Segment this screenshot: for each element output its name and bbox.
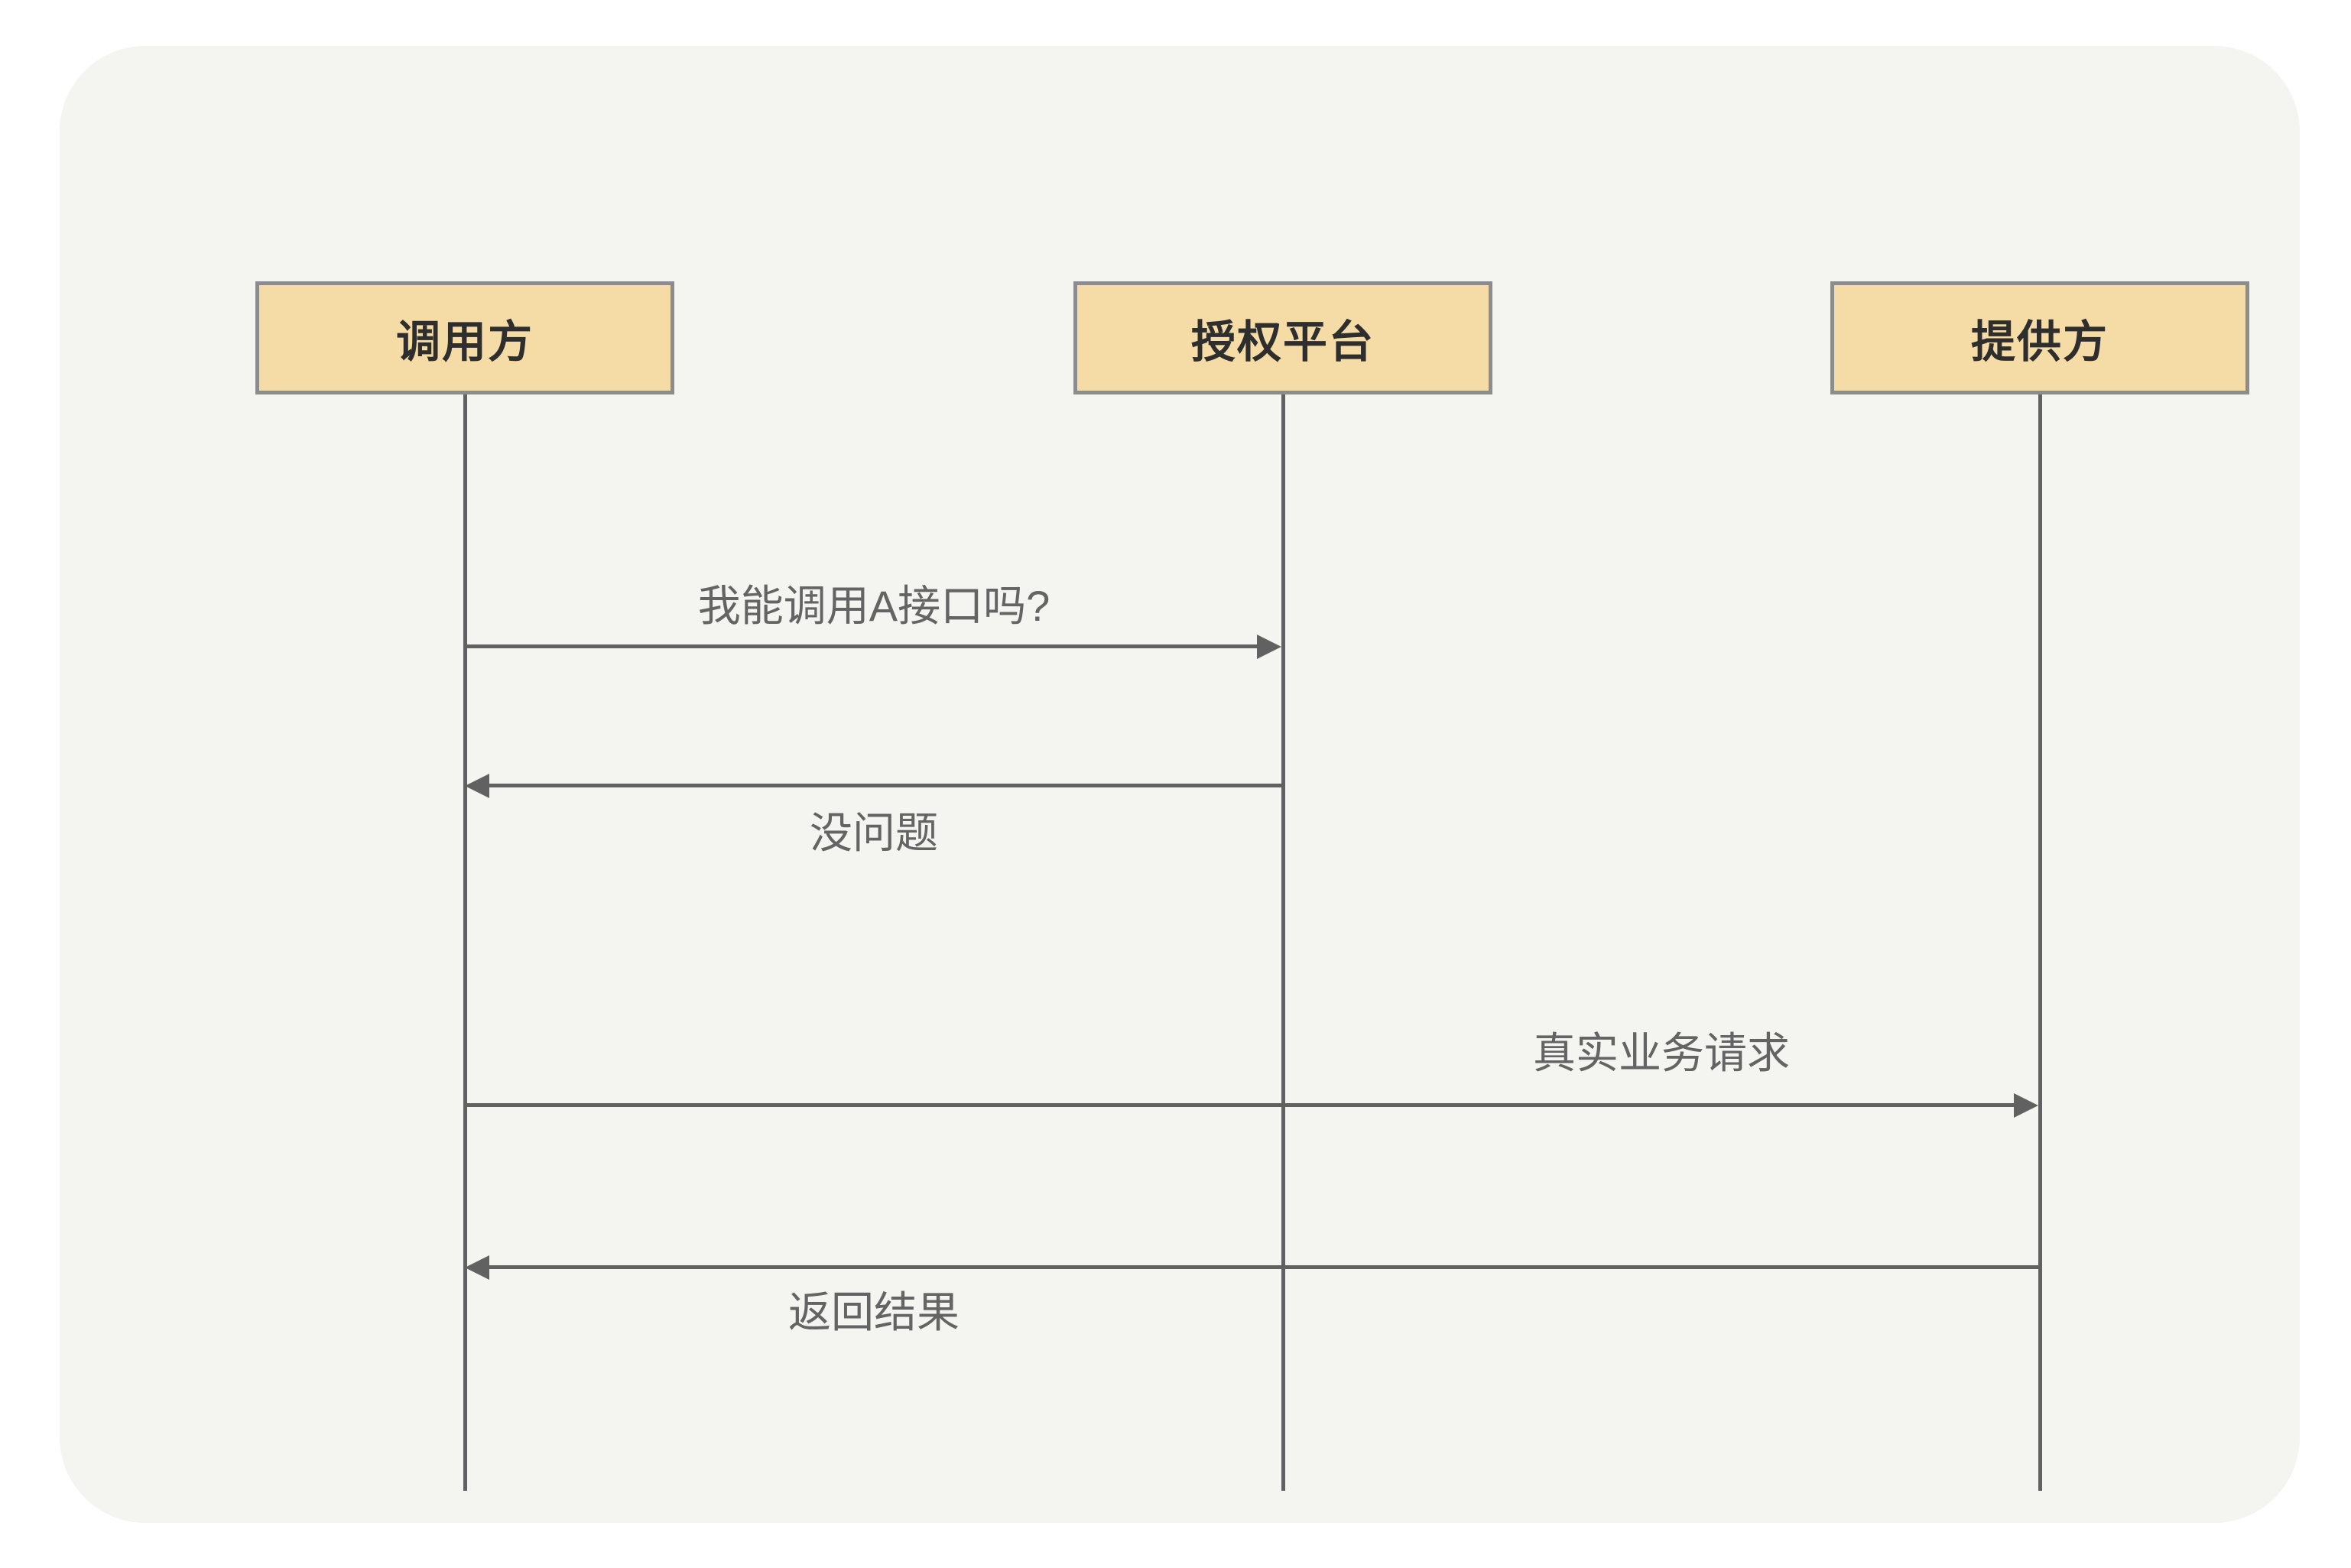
lifeline-auth-platform <box>1281 394 1285 1491</box>
actor-label-provider: 提供方 <box>1970 317 2109 367</box>
lifeline-caller <box>463 394 467 1491</box>
message-label-2: 没问题 <box>810 809 938 857</box>
diagram-canvas: 调用方 授权平台 提供方 我能调用A接口吗? 没问题 真实业务请求 返回结果 <box>60 46 2300 1523</box>
message-label-1: 我能调用A接口吗? <box>697 582 1050 630</box>
arrow-right-icon <box>2014 1093 2038 1118</box>
lifeline-provider <box>2038 394 2042 1491</box>
message-line-4 <box>489 1265 2040 1269</box>
message-line-3 <box>465 1103 2017 1107</box>
message-label-4: 返回结果 <box>788 1288 960 1336</box>
actor-box-caller: 调用方 <box>255 281 674 394</box>
actor-label-auth-platform: 授权平台 <box>1190 317 1375 367</box>
actor-box-auth-platform: 授权平台 <box>1073 281 1492 394</box>
arrow-left-icon <box>465 1255 489 1280</box>
arrow-right-icon <box>1257 635 1281 659</box>
arrow-left-icon <box>465 774 489 798</box>
message-line-1 <box>465 644 1260 648</box>
message-line-2 <box>489 784 1283 787</box>
actor-box-provider: 提供方 <box>1830 281 2249 394</box>
message-label-3: 真实业务请求 <box>1533 1029 1790 1077</box>
actor-label-caller: 调用方 <box>395 317 534 367</box>
